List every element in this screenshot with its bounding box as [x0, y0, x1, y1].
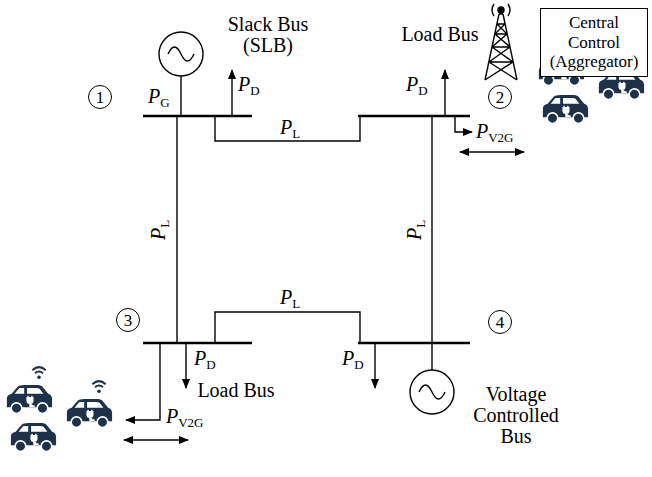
power-symbol: PL: [280, 287, 300, 311]
bus-number: 4: [496, 314, 505, 331]
bus-number-circle: 2: [488, 85, 512, 109]
bus-number: 1: [96, 89, 105, 106]
power-symbol: PG: [148, 86, 170, 110]
bus-type-label: Voltage Controlled Bus: [464, 384, 568, 447]
bus-number-circle: 4: [488, 310, 512, 334]
power-symbol: PD: [238, 74, 260, 98]
power-symbol: PD: [342, 348, 364, 372]
bus-type-label: Load Bus: [385, 24, 495, 45]
bus-number-circle: 1: [88, 85, 112, 109]
control-box: Central Control (Aggregator): [540, 8, 648, 77]
bus-number: 2: [496, 89, 505, 106]
bus-type-label: Slack Bus (SLB): [218, 14, 318, 56]
bus-type-label: Load Bus: [181, 380, 291, 401]
bus-number: 3: [124, 312, 133, 329]
bus-number-circle: 3: [116, 308, 140, 332]
power-symbol: PL: [148, 220, 172, 240]
power-symbol: PV2G: [476, 121, 514, 145]
power-symbol: PD: [194, 348, 216, 372]
power-symbol: PV2G: [166, 406, 204, 430]
box-label: Central Control (Aggregator): [549, 13, 639, 72]
power-symbol: PL: [404, 220, 428, 240]
power-symbol: PD: [406, 74, 428, 98]
power-symbol: PL: [280, 117, 300, 141]
